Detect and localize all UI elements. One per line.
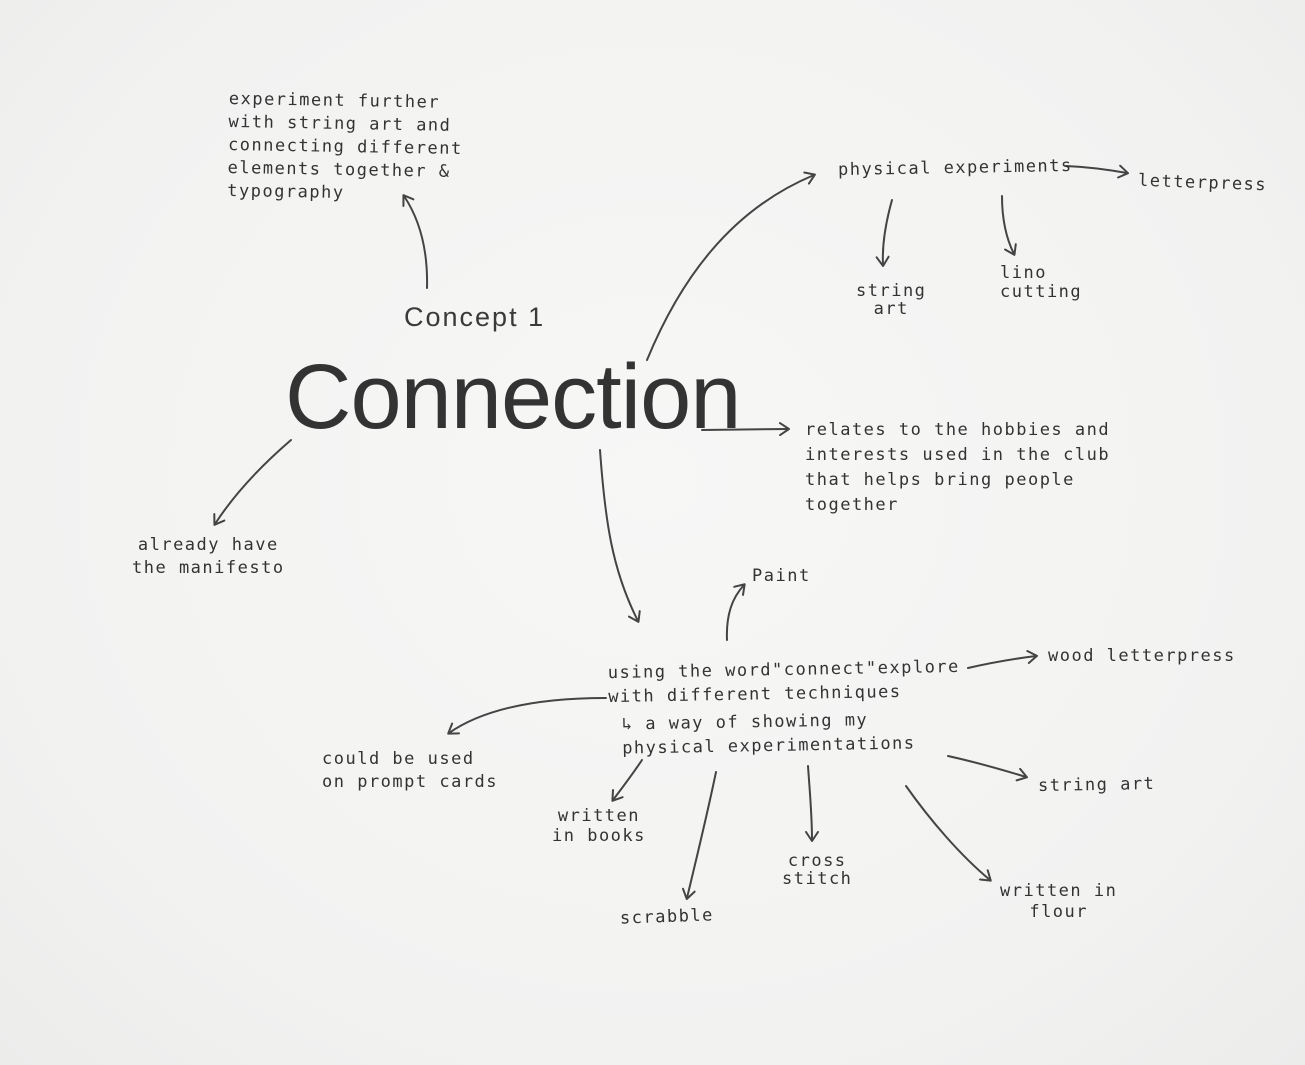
node-lino-cutting: lino cutting	[1000, 263, 1083, 302]
node-letterpress: letterpress	[1137, 170, 1268, 196]
node-written-in-books: written in books	[552, 806, 646, 846]
arrow-to-using	[599, 449, 641, 623]
node-relates: relates to the hobbies and interests use…	[805, 420, 1111, 515]
arrow-to-physical	[646, 171, 816, 361]
node-physical-experiments: physical experiments	[837, 155, 1073, 181]
arrow-to-experiment	[402, 194, 429, 289]
concept-label: Concept 1	[404, 302, 546, 332]
arrow-to-string-art-top	[875, 199, 893, 267]
node-manifesto: already have the manifesto	[132, 535, 285, 578]
node-written-in-flour: written in flour	[1000, 881, 1118, 922]
node-string-art-bottom: string art	[1037, 773, 1156, 797]
arrow-to-manifesto	[213, 439, 292, 526]
arrow-to-cross	[804, 765, 819, 842]
arrow-to-lino	[1001, 195, 1017, 256]
arrow-to-string-art-bottom	[947, 755, 1028, 782]
node-way-of-showing: ↳ a way of showing my physical experimen…	[621, 710, 916, 759]
arrow-to-scrabble	[682, 771, 717, 900]
arrow-to-letterpress	[1065, 164, 1129, 179]
central-title: Connection	[285, 346, 741, 448]
arrow-to-prompt	[447, 697, 607, 735]
node-cross-stitch: cross stitch	[782, 851, 853, 889]
arrow-to-books	[611, 759, 643, 802]
node-scrabble: scrabble	[619, 905, 715, 929]
arrow-to-flour	[905, 785, 992, 882]
node-prompt-cards: could be used on prompt cards	[322, 749, 499, 792]
node-string-art-top: string art	[856, 281, 927, 319]
node-using-connect: using the word"connect"explore with diff…	[607, 656, 960, 708]
node-paint: Paint	[752, 566, 811, 586]
node-wood-letterpress: wood letterpress	[1048, 646, 1236, 666]
arrow-to-paint	[725, 583, 746, 641]
arrow-to-wood	[967, 650, 1038, 669]
node-experiment: experiment further with string art and c…	[227, 88, 463, 203]
